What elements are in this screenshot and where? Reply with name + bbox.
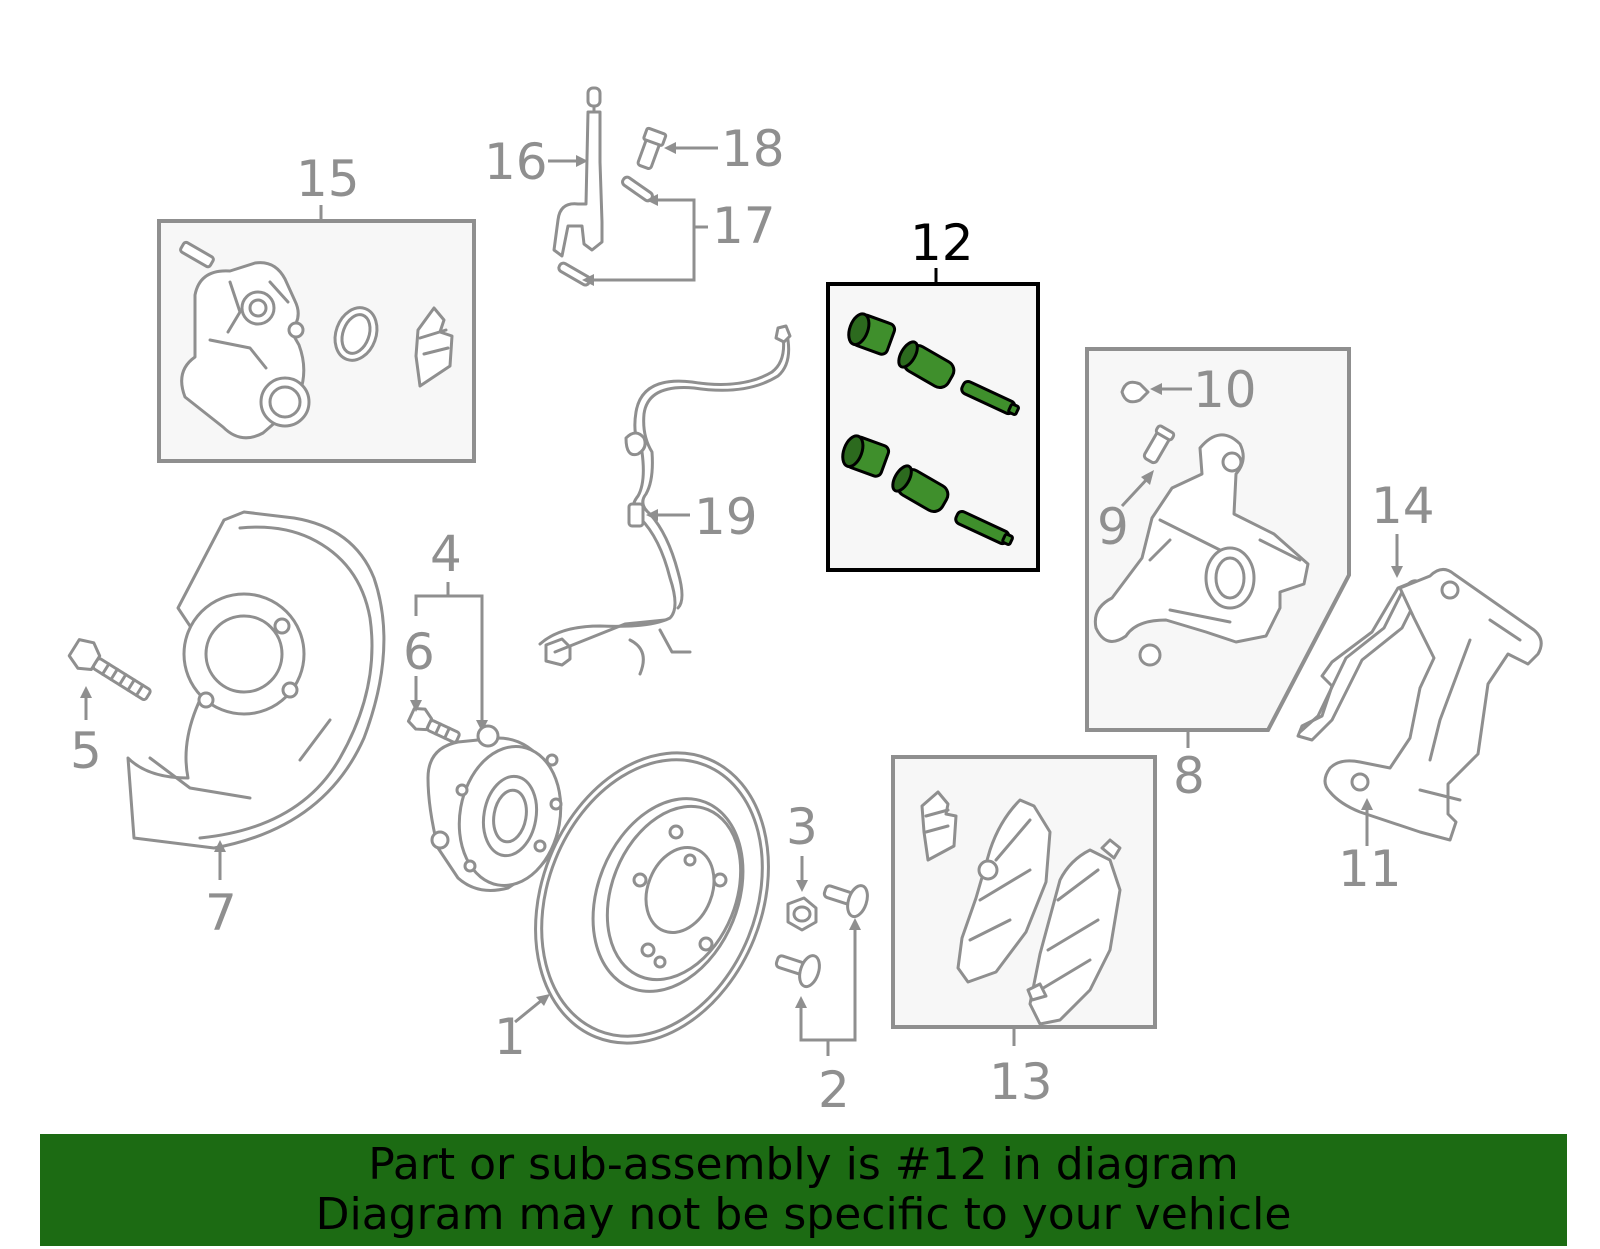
part-5-group[interactable]: 5: [66, 635, 157, 780]
part-7-group[interactable]: 7: [126, 510, 386, 942]
knuckle-drawing: [1093, 433, 1310, 667]
label-6: 6: [403, 623, 435, 681]
label-9: 9: [1097, 498, 1129, 556]
label-19: 19: [694, 488, 758, 546]
label-7: 7: [205, 884, 237, 942]
label-12: 12: [910, 214, 974, 272]
label-2: 2: [818, 1061, 850, 1119]
brake-pads-drawing: [920, 790, 1122, 1026]
part-1-group[interactable]: 1: [494, 718, 810, 1079]
part-16-group[interactable]: 16: [484, 86, 604, 258]
part-12-group[interactable]: 12: [826, 214, 1040, 572]
banner-line-1: Part or sub-assembly is #12 in diagram: [368, 1139, 1239, 1190]
label-18: 18: [721, 120, 785, 178]
part-4-group[interactable]: 4: [414, 525, 571, 894]
label-10: 10: [1193, 361, 1257, 419]
label-15: 15: [296, 150, 360, 208]
part-19-group[interactable]: 19: [538, 324, 792, 676]
part-17-group[interactable]: 17: [557, 175, 776, 287]
caliper-assembly-drawing: [179, 240, 454, 440]
hub-bearing-drawing: [426, 724, 563, 892]
label-16: 16: [484, 133, 548, 191]
part-9-group[interactable]: 9: [1097, 424, 1176, 556]
notice-banner: Part or sub-assembly is #12 in diagram D…: [40, 1134, 1567, 1246]
label-17: 17: [712, 197, 776, 255]
label-3: 3: [786, 798, 818, 856]
label-14: 14: [1371, 477, 1435, 535]
part-6-group[interactable]: 6: [403, 623, 463, 747]
label-8: 8: [1173, 747, 1205, 805]
label-5: 5: [70, 722, 102, 780]
banner-line-2: Diagram may not be specific to your vehi…: [315, 1189, 1292, 1240]
part-3-group[interactable]: 3: [786, 798, 818, 932]
label-11: 11: [1338, 840, 1402, 898]
part-18-group[interactable]: 18: [634, 120, 785, 178]
label-4: 4: [430, 525, 462, 583]
guide-pin-kit-highlight: [841, 312, 1020, 546]
label-1: 1: [494, 1008, 526, 1066]
part-8-group[interactable]: 9 10 8: [1085, 347, 1351, 805]
part-2-group[interactable]: 2: [772, 875, 871, 1119]
part-11-group[interactable]: 11: [1323, 568, 1543, 898]
part-10-group[interactable]: 10: [1120, 361, 1257, 419]
label-13: 13: [989, 1053, 1053, 1111]
part-13-group[interactable]: 13: [891, 755, 1157, 1111]
part-15-group[interactable]: 15: [157, 150, 476, 463]
